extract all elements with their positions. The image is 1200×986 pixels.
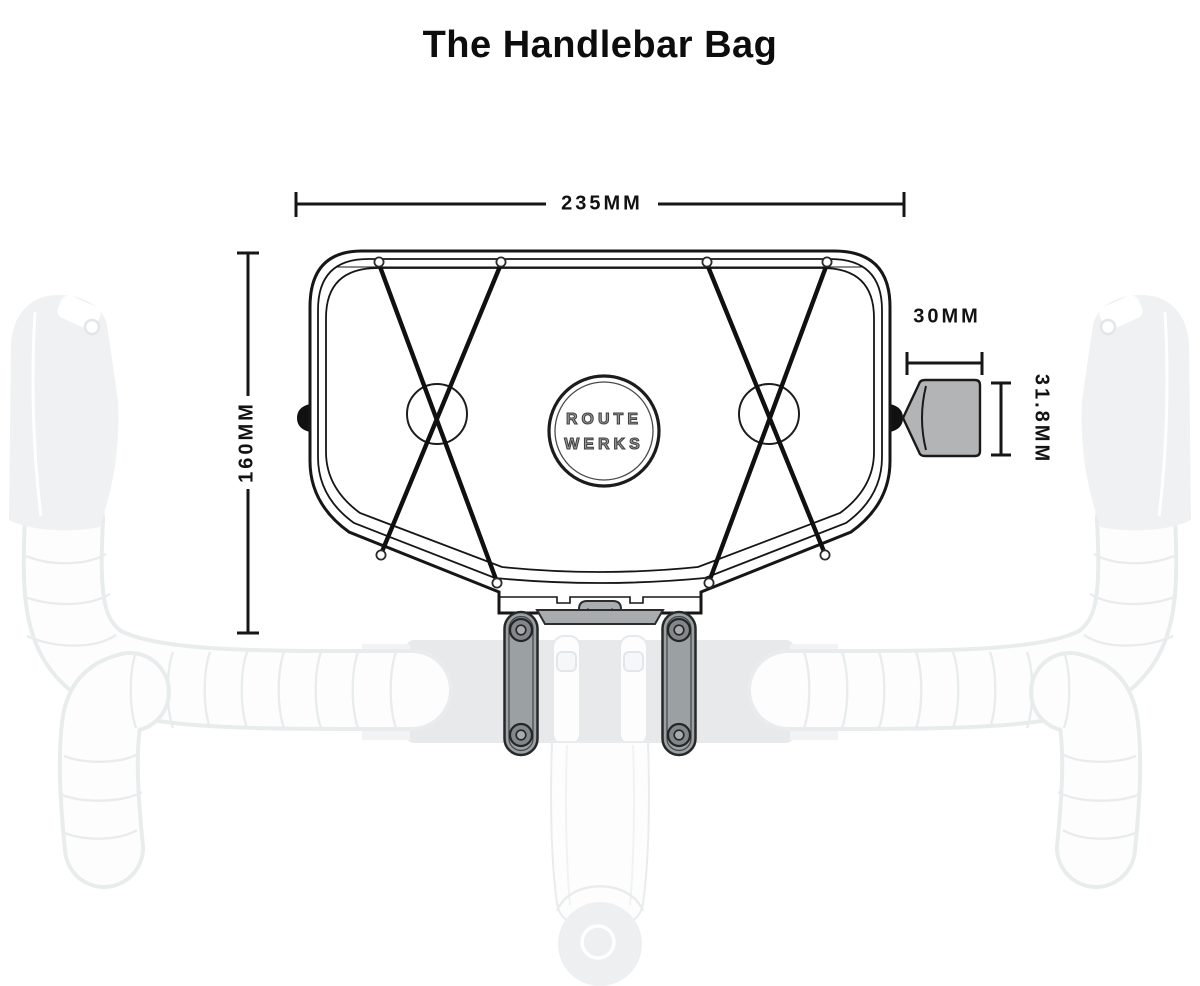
bungee-cords xyxy=(376,261,830,585)
dimension-label-bag-depth: 160MM xyxy=(235,401,258,483)
logo-badge xyxy=(547,374,661,488)
dimension-line-cap-diameter xyxy=(991,381,1011,457)
logo-line-1: ROUTE xyxy=(566,411,642,429)
bag-drawing xyxy=(297,249,982,757)
bag-left-tab xyxy=(297,404,310,432)
stem xyxy=(550,741,650,986)
dimension-line-depth xyxy=(237,251,259,635)
clamp-arm-right xyxy=(661,610,697,757)
clamp-crossbar xyxy=(535,609,665,625)
dimension-label-cap-length: 30MM xyxy=(913,305,981,328)
handlebar-silhouette xyxy=(9,293,1191,986)
bar-clamp-band xyxy=(406,640,794,743)
bag-right-tab xyxy=(890,404,903,432)
lid-lock-circle-left xyxy=(406,383,468,445)
dimension-lines xyxy=(237,192,1011,635)
dimension-line-width xyxy=(294,192,906,217)
dimension-label-cap-diameter: 31.8MM xyxy=(1030,373,1053,465)
dimension-line-cap-length xyxy=(905,352,984,375)
logo-wordmark: ROUTE WERKS xyxy=(564,407,644,457)
bag-lid-edge xyxy=(325,267,875,573)
bag-rim-line xyxy=(317,258,883,584)
bar-mount-cap xyxy=(901,378,982,458)
lid-lock-circle-right xyxy=(738,383,800,445)
steerer-cap xyxy=(558,902,642,986)
logo-line-2: WERKS xyxy=(564,436,644,454)
stem-faceplate xyxy=(552,635,648,746)
cord-eyelets xyxy=(373,256,833,589)
mount-plate-edge xyxy=(499,596,701,604)
clamp-arm-left xyxy=(503,610,539,757)
page-title: The Handlebar Bag xyxy=(422,24,778,66)
mount-hardware xyxy=(503,600,697,757)
dimension-label-bag-width: 235MM xyxy=(561,192,643,215)
